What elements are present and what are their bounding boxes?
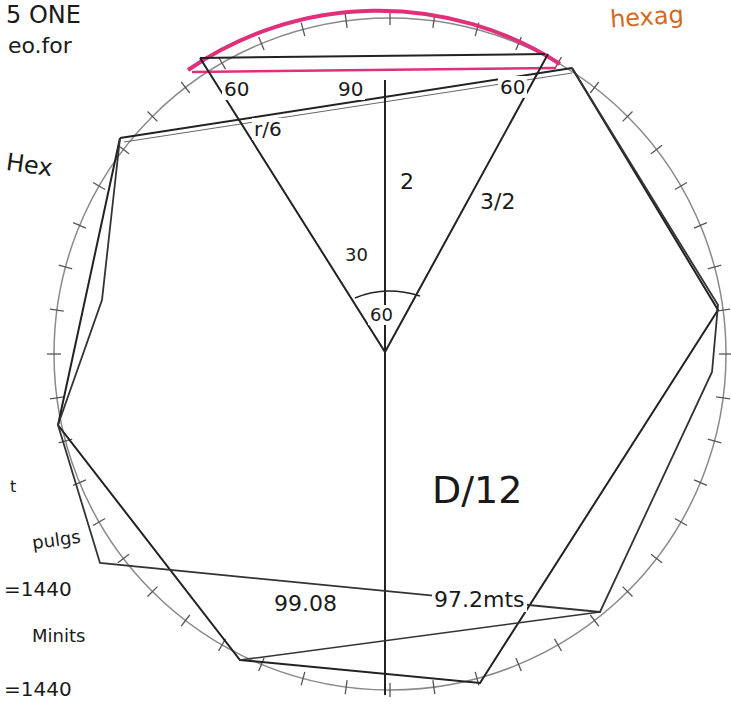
tick-mark [259,37,264,50]
angle-label: 60 [222,78,251,100]
tick-mark [719,353,731,354]
tick-mark [623,112,633,122]
tick-mark [708,265,722,269]
tick-mark [623,587,633,597]
dimension-label: r/6 [252,118,284,140]
tick-mark [301,672,305,686]
note-text: 5 ONE [4,2,83,28]
tick-mark [259,658,264,671]
tick-mark [708,439,722,443]
note-text: t [8,478,18,496]
note-text: eo.for [6,34,74,58]
tick-mark [651,145,662,154]
tick-mark [694,223,707,228]
dimension-label: 97.2mts [432,588,527,612]
tick-mark [651,554,662,563]
angle-label: 30 [343,245,370,265]
tick-mark [93,183,105,190]
tick-mark [93,519,105,526]
circle-outline [54,18,726,690]
tick-mark [50,397,64,399]
angle-label: 90 [336,78,365,100]
red-chord [192,68,556,72]
tick-mark [516,658,521,671]
tick-mark [59,265,72,269]
dimension-label: 99.08 [272,592,339,616]
tick-mark [345,14,347,28]
tick-mark [219,57,226,69]
tick-mark [694,480,707,485]
top-chord [200,54,545,58]
tick-mark [716,397,730,399]
note-text: Hex [2,149,56,182]
polygon [58,68,718,612]
tick-mark [148,587,158,597]
red-arc [188,11,560,70]
dimension-label: 3/2 [478,190,517,214]
axis-line [384,80,386,695]
angle-label: 60 [498,76,527,98]
triangle [200,54,548,352]
note-text: hexag [607,1,686,33]
tick-mark [590,615,599,626]
tick-mark [118,554,129,563]
tick-mark [389,683,390,697]
hex-edge [120,68,572,138]
angle-arc [355,291,420,298]
tick-marks [47,11,731,697]
formula-label: D/12 [430,470,524,512]
hexagon [58,68,718,683]
dimension-label: 2 [398,170,416,194]
tick-mark [389,11,390,25]
tick-mark [47,353,61,354]
note-text: =1440 [2,578,74,600]
polygon-edge [240,612,600,660]
angle-label: 60 [368,305,395,325]
note-text: =1440 [2,678,74,700]
tick-mark [555,639,562,651]
tick-mark [675,183,687,190]
tick-mark [590,82,599,93]
tick-mark [301,23,305,37]
tick-mark [675,519,687,526]
tick-mark [181,615,190,626]
tick-mark [73,223,86,228]
tick-mark [148,112,158,122]
tick-mark [181,82,190,93]
tick-mark [433,680,435,694]
note-text: Minits [30,626,87,646]
note-text: pulgs [29,526,84,553]
tick-mark [50,309,64,311]
tick-mark [345,680,347,694]
